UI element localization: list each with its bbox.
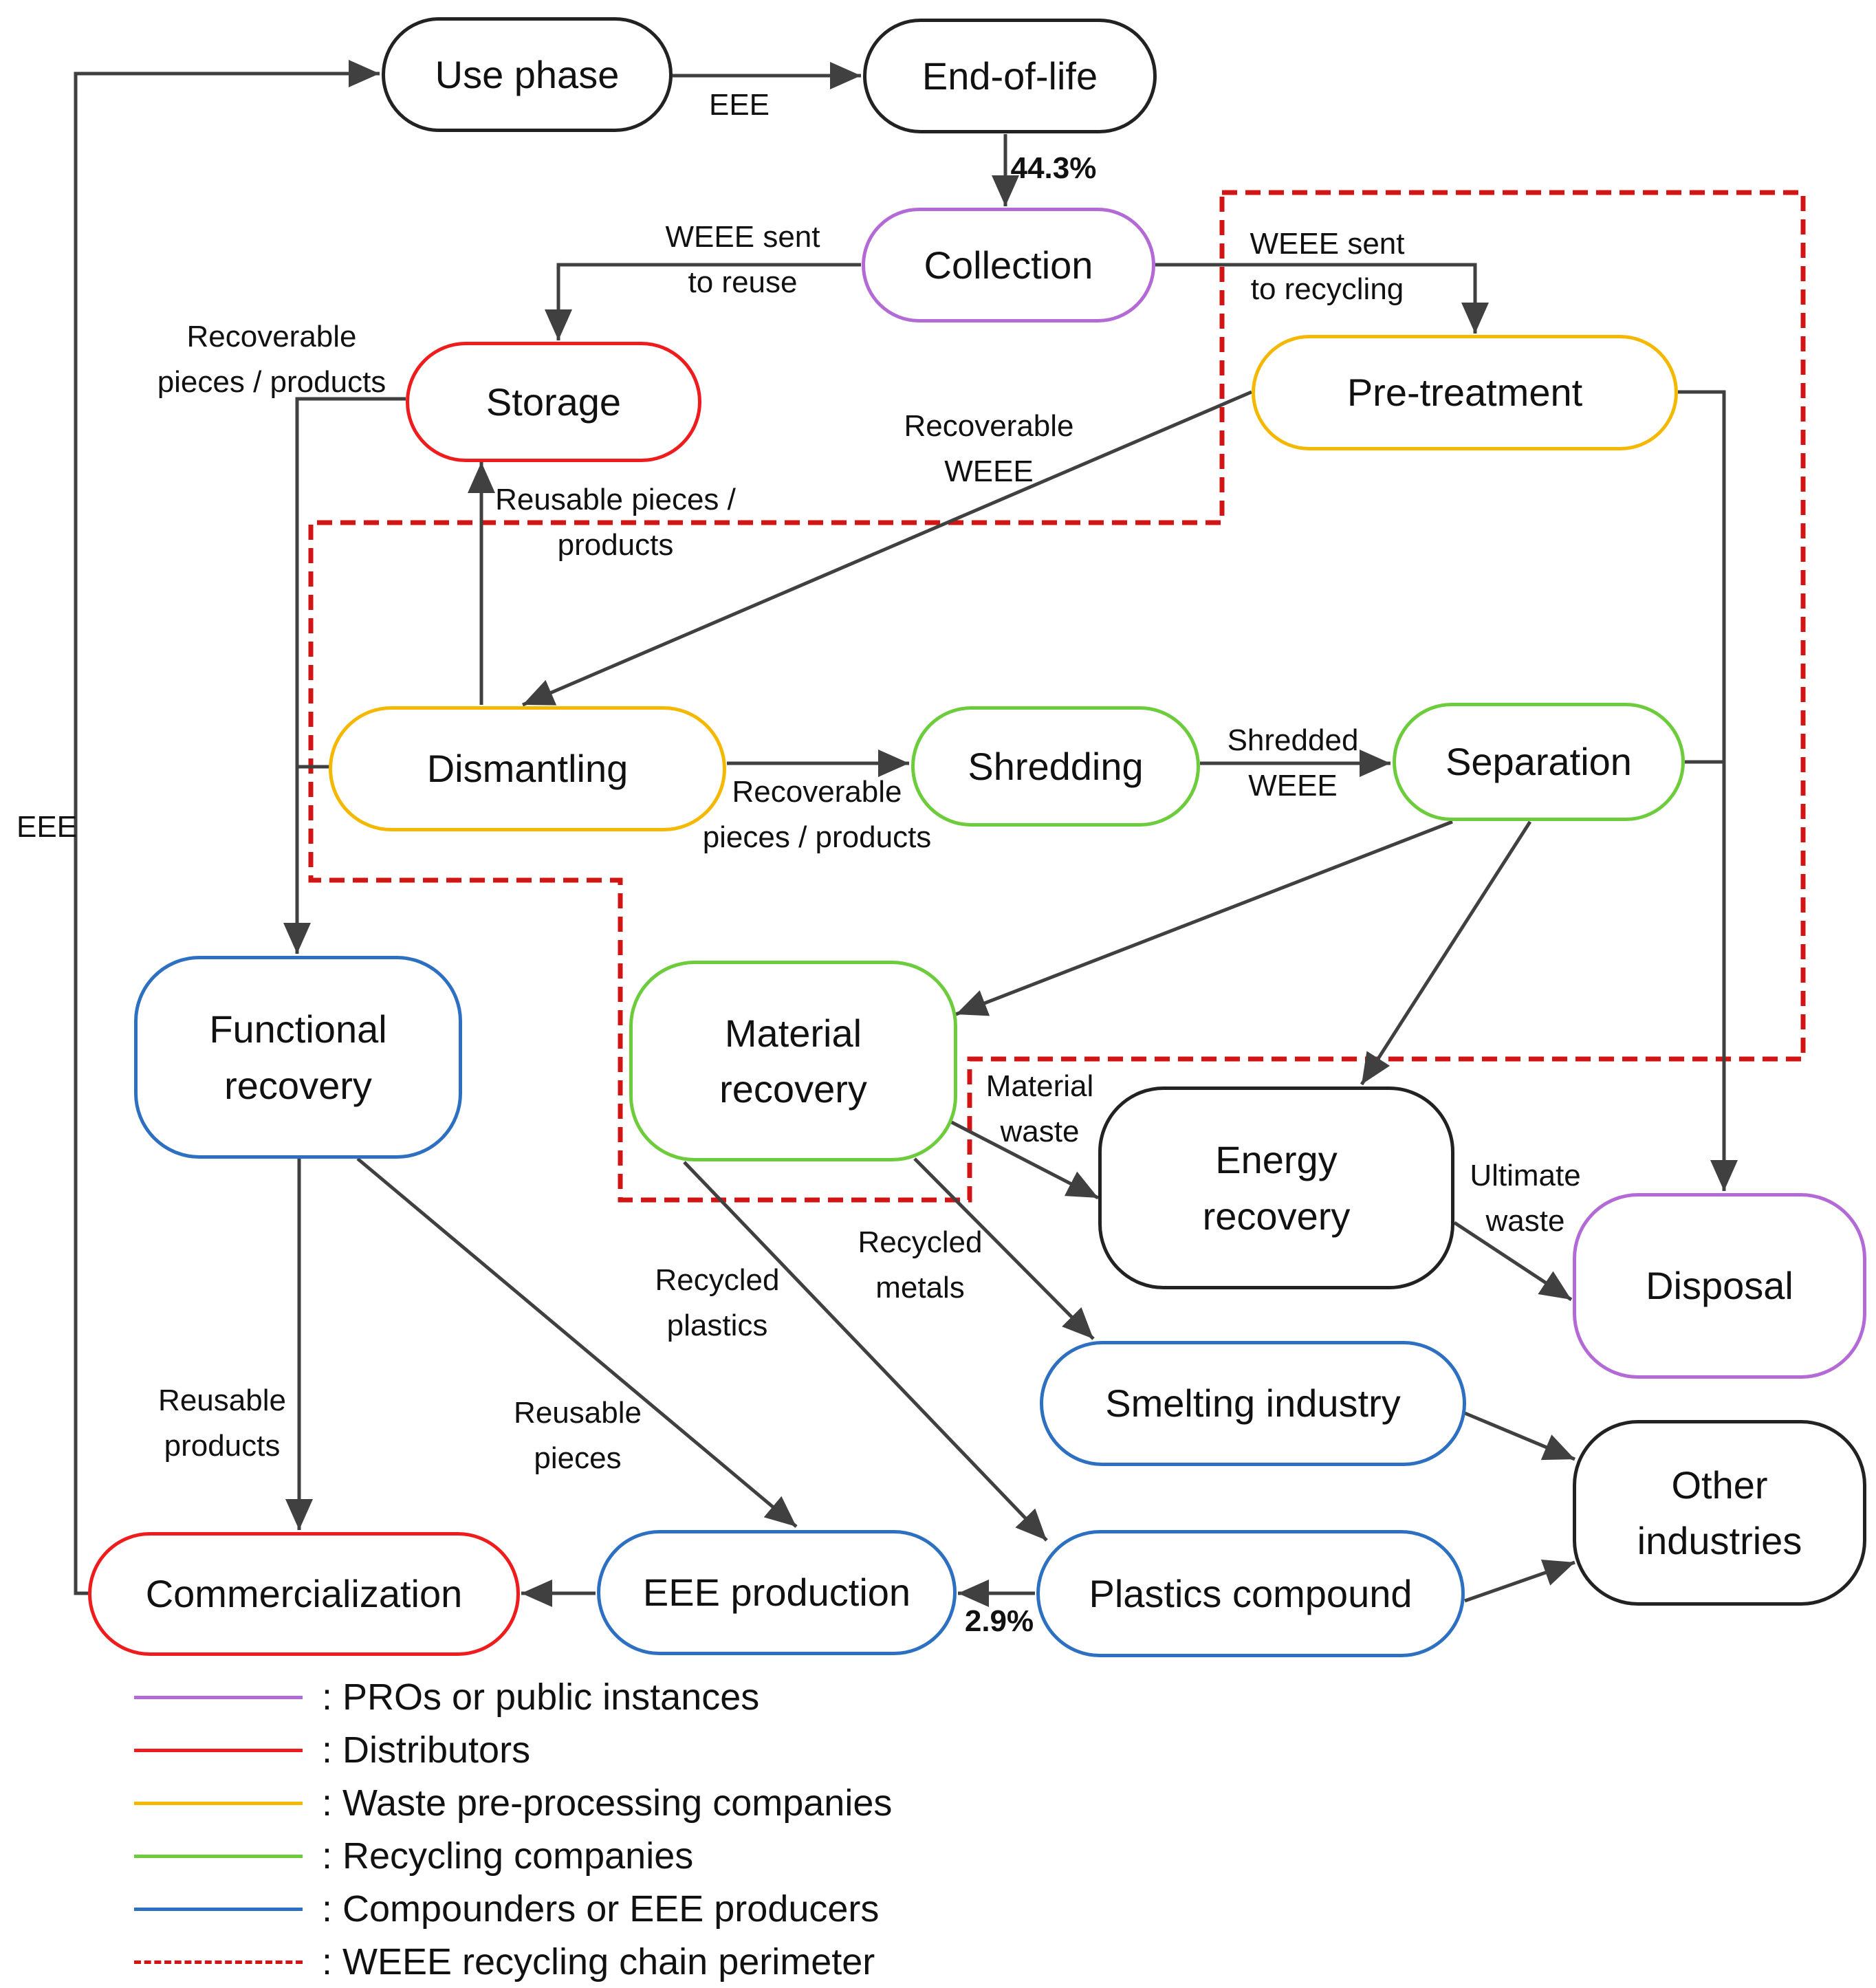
label-recoverable-weee: Recoverable WEEE	[904, 409, 1074, 488]
legend-item-compounders: : Compounders or EEE producers	[134, 1885, 879, 1933]
node-storage: Storage	[406, 342, 701, 462]
label-eee-left: EEE	[16, 810, 78, 844]
legend-label: : WEEE recycling chain perimeter	[322, 1941, 875, 1982]
label-recoverable-pieces-storage: Recoverable pieces / products	[157, 320, 386, 399]
node-commercialization: Commercialization	[88, 1532, 520, 1656]
legend-item-perimeter: : WEEE recycling chain perimeter	[134, 1938, 875, 1986]
legend-item-pros: : PROs or public instances	[134, 1673, 759, 1721]
arrow-material-to-energy	[948, 1119, 1100, 1200]
node-functional-recovery: Functional recovery	[134, 956, 462, 1159]
arrow-functional-to-eee-production	[356, 1157, 798, 1528]
label-material-waste: Material waste	[985, 1069, 1094, 1148]
label-recycled-plastics: Recycled plastics	[655, 1263, 780, 1342]
weee-recycling-chain-perimeter	[308, 190, 1806, 1203]
arrow-pretreatment-to-disposal	[1678, 390, 1738, 1191]
legend-swatch	[134, 1801, 303, 1805]
label-shredded-weee: Shredded WEEE	[1227, 723, 1359, 802]
label-recoverable-pieces-dismantling: Recoverable pieces / products	[702, 775, 932, 854]
node-material-recovery: Material recovery	[629, 961, 957, 1161]
node-separation: Separation	[1393, 703, 1685, 821]
label-collection-rate: 44.3%	[1010, 151, 1097, 185]
arrow-collection-to-pretreatment	[1155, 263, 1489, 334]
legend-swatch	[134, 1854, 303, 1858]
arrow-plastics-to-other	[1464, 1559, 1575, 1603]
node-other-industries: Other industries	[1573, 1420, 1866, 1606]
label-eee-top: EEE	[708, 88, 770, 122]
arrow-smelting-to-other	[1464, 1411, 1575, 1461]
node-plastics-compound: Plastics compound	[1036, 1530, 1465, 1657]
arrow-material-to-plastics	[683, 1161, 1048, 1542]
label-reusable-products: Reusable products	[158, 1384, 286, 1463]
label-ultimate-waste: Ultimate waste	[1470, 1159, 1581, 1238]
label-plastics-rate: 2.9%	[964, 1604, 1034, 1638]
legend-label: : Recycling companies	[322, 1835, 694, 1877]
legend-swatch	[134, 1748, 303, 1752]
node-shredding: Shredding	[911, 706, 1200, 827]
node-end-of-life: End-of-life	[863, 19, 1157, 133]
legend-label: : PROs or public instances	[322, 1676, 760, 1718]
legend-label: : Distributors	[322, 1729, 531, 1771]
legend-swatch	[134, 1695, 303, 1699]
node-pre-treatment: Pre-treatment	[1252, 335, 1678, 450]
arrow-commercialization-to-use-phase	[74, 60, 380, 1595]
label-weee-to-reuse: WEEE sent to reuse	[665, 220, 820, 299]
label-recycled-metals: Recycled metals	[858, 1225, 983, 1304]
legend-swatch	[134, 1907, 303, 1911]
legend-label: : Waste pre-processing companies	[322, 1782, 893, 1824]
arrow-energy-to-disposal	[1453, 1221, 1573, 1302]
arrow-separation-to-material	[955, 820, 1453, 1016]
node-smelting-industry: Smelting industry	[1040, 1341, 1466, 1466]
arrow-storage-to-functional-recovery	[283, 397, 406, 954]
legend-label: : Compounders or EEE producers	[322, 1888, 880, 1930]
node-use-phase: Use phase	[382, 17, 673, 132]
legend-item-recycling: : Recycling companies	[134, 1832, 693, 1880]
legend-item-distributors: : Distributors	[134, 1726, 530, 1774]
label-reusable-pieces: Reusable pieces	[514, 1396, 642, 1475]
arrow-material-to-smelting	[913, 1157, 1095, 1340]
node-energy-recovery: Energy recovery	[1098, 1086, 1454, 1289]
arrow-separation-to-energy	[1360, 820, 1532, 1086]
node-dismantling: Dismantling	[329, 706, 726, 831]
label-weee-to-recycling: WEEE sent to recycling	[1250, 227, 1405, 306]
node-eee-production: EEE production	[597, 1530, 957, 1655]
legend-swatch	[134, 1960, 303, 1964]
node-collection: Collection	[862, 208, 1155, 323]
label-reusable-pieces-products: Reusable pieces / products	[495, 483, 736, 562]
arrow-pretreatment-to-dismantling	[522, 390, 1252, 707]
legend-item-preprocessing: : Waste pre-processing companies	[134, 1779, 892, 1827]
arrow-collection-to-storage	[545, 263, 861, 340]
node-disposal: Disposal	[1573, 1193, 1866, 1379]
